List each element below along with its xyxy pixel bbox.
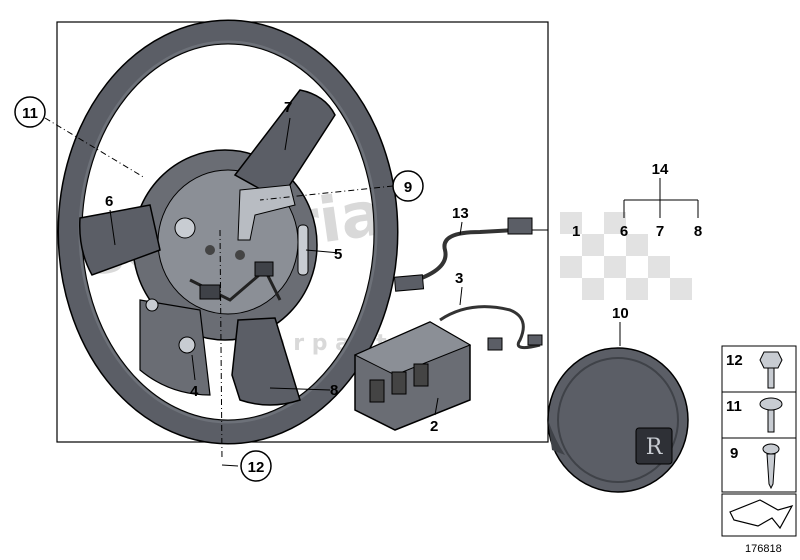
fastener-label-12: 12	[726, 352, 743, 369]
spoke-left	[79, 204, 161, 276]
fastener-label-11: 11	[726, 398, 742, 415]
label-10: 10	[612, 305, 629, 322]
fastener-label-9: 9	[730, 445, 738, 462]
spoke-bottom	[231, 317, 301, 406]
set-label-6: 6	[620, 223, 628, 240]
callout-9: 9	[404, 179, 412, 196]
fastener-panel	[721, 345, 797, 537]
diagram-number: 176818	[745, 543, 782, 555]
callout-12: 12	[248, 459, 265, 476]
leader-lines	[44, 117, 699, 467]
set-label-8: 8	[694, 223, 702, 240]
assembly-frame	[56, 21, 549, 443]
set-label-7: 7	[656, 223, 664, 240]
emblem-badge	[635, 427, 673, 465]
control-module	[353, 305, 543, 431]
cable-harness	[393, 217, 533, 292]
label-6: 6	[105, 193, 113, 210]
emblem-letter: R	[646, 435, 664, 460]
callout-12-circle	[240, 450, 272, 482]
label-2: 2	[430, 418, 438, 435]
label-3: 3	[455, 270, 463, 287]
spoke-right	[233, 89, 336, 201]
airbag-module: R	[547, 347, 689, 493]
label-14: 14	[652, 161, 669, 178]
label-13: 13	[452, 205, 469, 222]
label-8: 8	[330, 382, 338, 399]
callout-9-circle	[392, 170, 424, 202]
callout-11-circle	[14, 96, 46, 128]
watermark-checker	[560, 212, 692, 300]
lower-trim	[139, 299, 211, 396]
label-1: 1	[572, 223, 580, 240]
steering-wheel	[57, 19, 399, 445]
callout-11: 11	[22, 105, 38, 122]
metal-bracket	[237, 184, 296, 241]
label-4: 4	[190, 383, 199, 400]
arrow-icon	[729, 499, 794, 530]
label-5: 5	[334, 246, 342, 263]
label-7: 7	[284, 99, 292, 116]
